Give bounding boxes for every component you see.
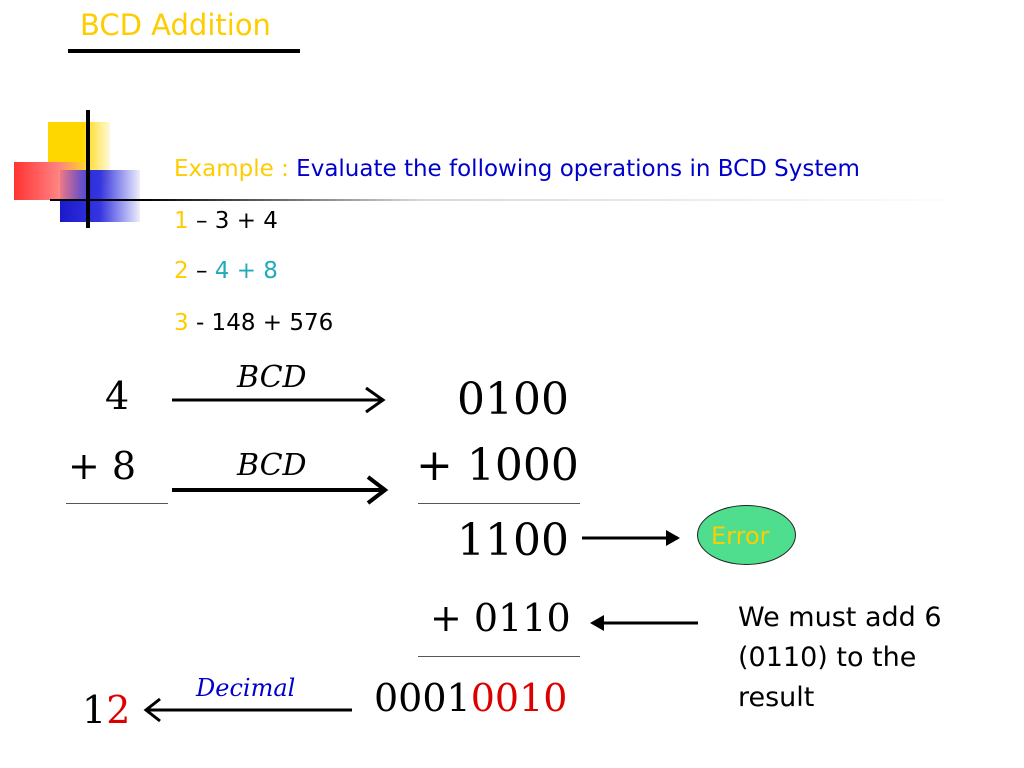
- correction-note: We must add 6 (0110) to the result: [738, 602, 942, 713]
- result-black-part: 0001: [374, 676, 471, 720]
- arrow-right-icon: [172, 475, 389, 505]
- decimal-black-part: 1: [82, 688, 107, 732]
- decor-vertical-line: [86, 110, 90, 228]
- item-dash: –: [188, 258, 215, 284]
- decimal-result: 12: [82, 688, 130, 732]
- decor-horizontal-line: [50, 199, 980, 201]
- example-line: Example : Evaluate the following operati…: [174, 156, 860, 182]
- example-label: Example: [174, 156, 274, 182]
- error-label: Error: [711, 522, 770, 550]
- bcd-sum: 1100: [457, 515, 569, 566]
- bcd-result: 00010010: [374, 676, 567, 720]
- sum-rule: [418, 503, 580, 504]
- error-badge: [697, 505, 796, 565]
- arrow-right-icon: [582, 530, 680, 546]
- arrow-label-bcd-2: BCD: [237, 448, 307, 483]
- decor-red-square: [14, 162, 86, 200]
- operand-rule: [66, 503, 168, 504]
- item-number: 2: [174, 258, 189, 284]
- result-red-part: 0010: [470, 676, 568, 720]
- title-underline: [68, 49, 300, 53]
- slide-title: BCD Addition: [80, 8, 271, 42]
- arrow-left-icon: [143, 697, 352, 723]
- item-text: 4 + 8: [214, 258, 278, 284]
- example-text: Evaluate the following operations in BCD…: [296, 156, 860, 182]
- operand-1: 4: [105, 374, 130, 418]
- item-text: – 3 + 4: [188, 208, 278, 234]
- list-item: 2 – 4 + 8: [174, 258, 278, 284]
- item-number: 3: [174, 310, 189, 336]
- arrow-label-decimal: Decimal: [196, 674, 296, 702]
- result-rule: [418, 656, 580, 657]
- item-number: 1: [174, 208, 189, 234]
- correction-value: + 0110: [430, 596, 571, 640]
- bcd-value-1: 0100: [457, 374, 569, 425]
- list-item: 1 – 3 + 4: [174, 208, 278, 234]
- decimal-red-part: 2: [106, 688, 131, 732]
- arrow-left-icon: [590, 615, 698, 631]
- bcd-value-2: + 1000: [416, 440, 579, 491]
- arrow-right-icon: [172, 386, 386, 414]
- item-text: - 148 + 576: [188, 310, 334, 336]
- operand-2: + 8: [68, 444, 137, 488]
- example-colon: :: [273, 156, 297, 182]
- arrow-label-bcd-1: BCD: [237, 360, 307, 395]
- list-item: 3 - 148 + 576: [174, 310, 333, 336]
